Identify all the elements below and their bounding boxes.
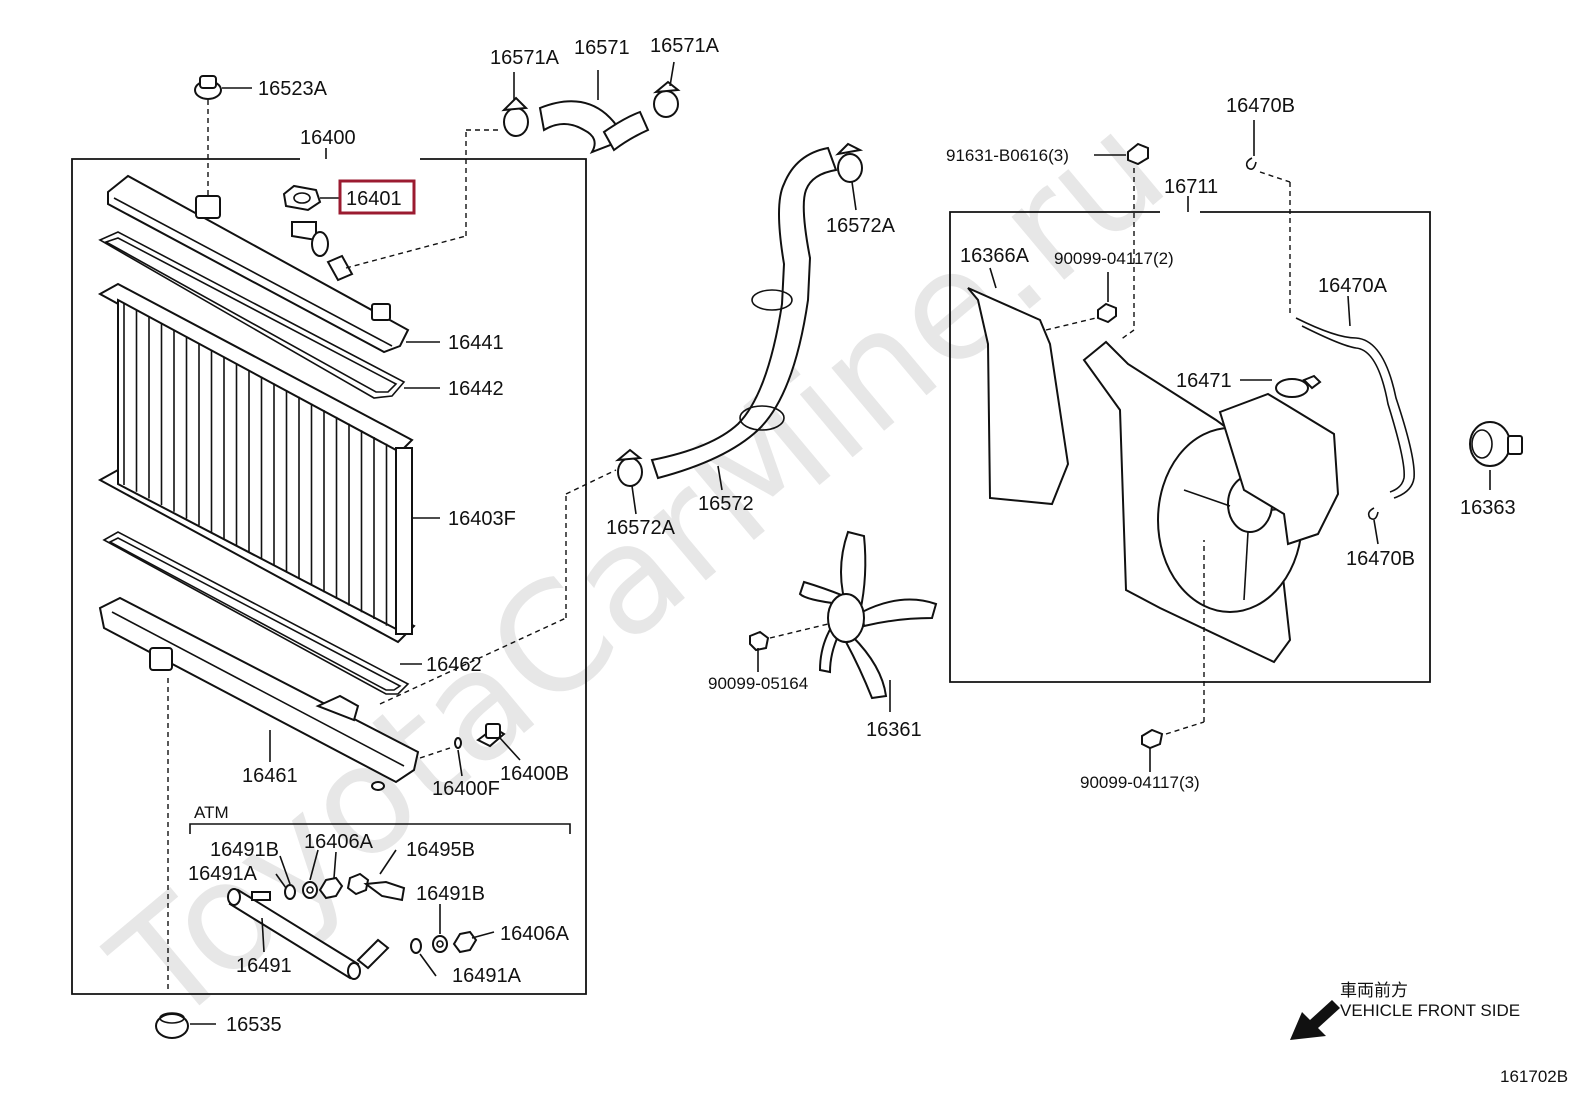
cushion-16535[interactable] <box>155 1012 216 1039</box>
label-16470B-bottom[interactable]: 16470B <box>1346 548 1415 570</box>
label-16571A-left[interactable]: 16571A <box>490 47 560 69</box>
label-16491B-b[interactable]: 16491B <box>416 883 485 905</box>
reservoir-tank[interactable] <box>1218 392 1340 546</box>
vehicle-front-arrow <box>1290 1000 1340 1040</box>
radiator-core-16403F[interactable] <box>97 282 440 644</box>
label-16491A-a[interactable]: 16491A <box>188 863 258 885</box>
label-16491B-a[interactable]: 16491B <box>210 839 279 861</box>
label-16401[interactable]: 16401 <box>346 188 402 210</box>
label-16403F[interactable]: 16403F <box>448 508 516 530</box>
gasket-16462[interactable] <box>102 531 422 695</box>
label-16495B[interactable]: 16495B <box>406 839 475 861</box>
hose-clamp-16572A-bottom[interactable] <box>614 448 643 515</box>
label-16462[interactable]: 16462 <box>426 654 482 676</box>
label-90099-04117-2[interactable]: 90099-04117(2) <box>1054 249 1174 268</box>
bolt-90099-04117-2[interactable] <box>1097 272 1117 324</box>
part-labels: 16523A 16400 16401 16441 16442 16403F 16… <box>188 35 1568 1086</box>
atm-sub-box <box>189 823 571 834</box>
label-16571A-right[interactable]: 16571A <box>650 35 720 57</box>
reservoir-cap-16471[interactable] <box>1240 374 1322 398</box>
highlight-box-16401 <box>338 179 416 215</box>
hose-clip-16470B-top[interactable] <box>1245 120 1291 314</box>
label-16406A-b[interactable]: 16406A <box>500 923 570 945</box>
upper-tank-16441[interactable] <box>107 129 500 354</box>
outlet-hose-16572[interactable] <box>650 146 838 491</box>
label-16491[interactable]: 16491 <box>236 955 292 977</box>
bolt-90099-04117-3[interactable] <box>1141 540 1205 772</box>
bolt-91631-B0616[interactable] <box>1094 142 1149 341</box>
label-90099-04117-3[interactable]: 90099-04117(3) <box>1080 773 1200 792</box>
label-16400B[interactable]: 16400B <box>500 763 569 785</box>
label-16535[interactable]: 16535 <box>226 1014 282 1036</box>
shroud-assembly-box <box>949 196 1431 683</box>
label-16572[interactable]: 16572 <box>698 493 754 515</box>
drain-cock-16400B[interactable] <box>476 723 521 761</box>
label-16363[interactable]: 16363 <box>1460 497 1516 519</box>
label-16361[interactable]: 16361 <box>866 719 922 741</box>
atm-label: ATM <box>194 803 229 822</box>
label-16461[interactable]: 16461 <box>242 765 298 787</box>
label-16442[interactable]: 16442 <box>448 378 504 400</box>
o-ring-16400F[interactable] <box>454 737 463 777</box>
label-16441[interactable]: 16441 <box>448 332 504 354</box>
hose-clip-16470B-bottom[interactable] <box>1367 507 1379 545</box>
radiator-assembly-box <box>71 148 587 995</box>
label-16491A-b[interactable]: 16491A <box>452 965 522 987</box>
hose-clamp-16572A-top[interactable] <box>835 142 864 211</box>
label-16572A-top[interactable]: 16572A <box>826 215 896 237</box>
label-16711[interactable]: 16711 <box>1164 176 1218 198</box>
label-16470B-top[interactable]: 16470B <box>1226 95 1295 117</box>
reservoir-hose-16470A[interactable] <box>1295 295 1415 499</box>
atm-fittings[interactable] <box>275 849 495 977</box>
fan-motor-16363[interactable] <box>1469 421 1523 490</box>
inlet-hose-16571[interactable] <box>538 70 650 154</box>
label-16406A-a[interactable]: 16406A <box>304 831 374 853</box>
diagram-code: 161702B <box>1500 1067 1568 1086</box>
label-16400[interactable]: 16400 <box>300 127 356 149</box>
label-91631-B0616[interactable]: 91631-B0616(3) <box>946 146 1069 165</box>
gasket-16442[interactable] <box>98 231 440 399</box>
hose-clamp-16571A-right[interactable] <box>652 61 681 118</box>
label-16523A[interactable]: 16523A <box>258 78 328 100</box>
label-16471[interactable]: 16471 <box>1176 370 1232 392</box>
bracket-16366A[interactable] <box>967 267 1097 506</box>
label-16572A-bottom[interactable]: 16572A <box>606 517 676 539</box>
lower-tank-16461[interactable] <box>98 469 617 990</box>
fan-16361[interactable] <box>769 530 938 712</box>
label-16400F[interactable]: 16400F <box>432 778 500 800</box>
hose-clamp-16571A-left[interactable] <box>501 72 529 137</box>
label-90099-05164[interactable]: 90099-05164 <box>708 674 808 693</box>
oil-cooler-tube-16491[interactable] <box>227 888 390 980</box>
front-side-en: VEHICLE FRONT SIDE <box>1340 1001 1520 1020</box>
front-side-jp: 車両前方 <box>1340 981 1408 1000</box>
radiator-cap-16523A[interactable] <box>194 75 252 200</box>
label-16366A[interactable]: 16366A <box>960 245 1030 267</box>
label-16571[interactable]: 16571 <box>574 37 630 59</box>
label-16470A[interactable]: 16470A <box>1318 275 1388 297</box>
nut-90099-05164[interactable] <box>749 630 770 672</box>
gasket-16401[interactable] <box>282 184 340 212</box>
